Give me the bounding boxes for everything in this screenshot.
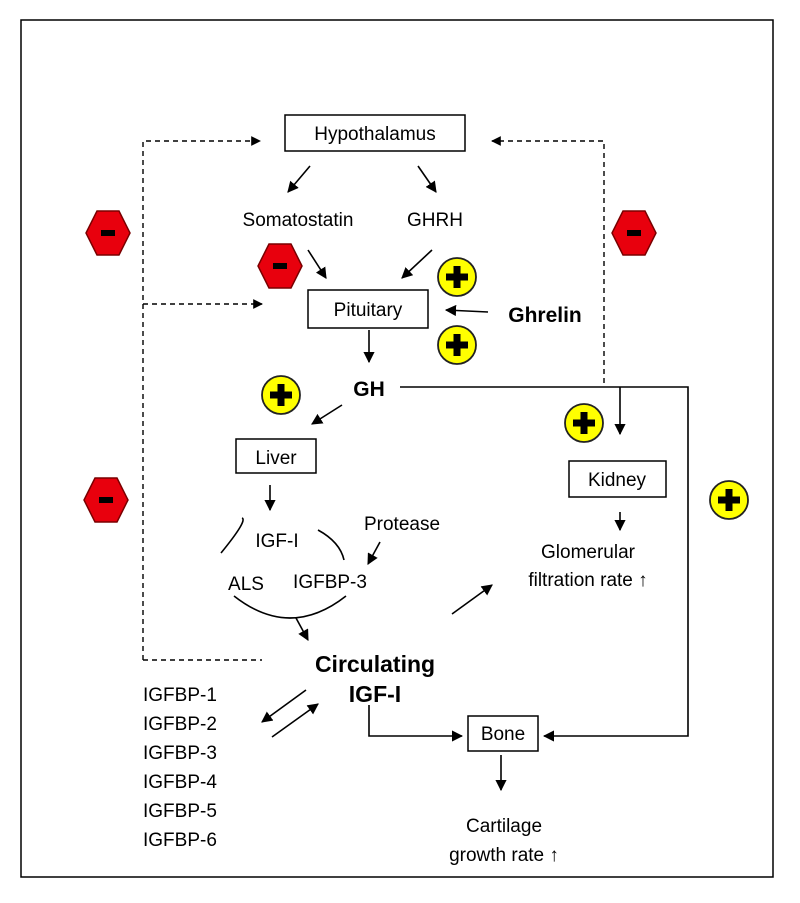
bone-box	[467, 715, 539, 752]
hypothalamus-label: Hypothalamus	[314, 124, 435, 145]
gfr-label-line1: Glomerular	[541, 542, 636, 563]
stimulate-icon	[564, 403, 604, 443]
ghrh-label: GHRH	[407, 210, 463, 231]
arrow-ghrh-pituitary	[401, 249, 433, 279]
als-label: ALS	[228, 574, 264, 595]
stimulate-icon	[437, 257, 477, 297]
hypothalamus-box	[284, 114, 466, 152]
arrow-complex-circulating	[295, 617, 309, 641]
complex-arc-right	[317, 529, 345, 561]
igfbp3-label: IGFBP-3	[293, 572, 367, 593]
bone-label: Bone	[481, 724, 525, 745]
igfbp-list-item: IGFBP-3	[143, 743, 217, 764]
kidney-box	[568, 460, 667, 498]
arrow-hypothalamus-somatostatin	[287, 165, 311, 193]
pituitary-label: Pituitary	[334, 300, 403, 321]
igfbp-list-item: IGFBP-6	[143, 830, 217, 851]
circulating-label-line2: IGF-I	[349, 681, 401, 707]
pituitary-box	[307, 289, 429, 329]
ghrelin-label: Ghrelin	[508, 304, 582, 327]
igfbp-list-item: IGFBP-2	[143, 714, 217, 735]
stimulate-icon	[261, 375, 301, 415]
gh-label: GH	[353, 378, 385, 401]
liver-box	[235, 438, 317, 474]
igfbp-list: IGFBP-1 IGFBP-2 IGFBP-3 IGFBP-4 IGFBP-5 …	[143, 685, 217, 851]
arrow-somatostatin-pituitary	[307, 249, 327, 279]
complex-arc-bottom	[233, 595, 347, 619]
arrow-igf1-to-igfbps	[261, 689, 307, 723]
igfbp-list-item: IGFBP-4	[143, 772, 217, 793]
arrow-gh-liver	[311, 404, 343, 425]
arrow-hypothalamus-ghrh	[417, 165, 437, 193]
protease-label: Protease	[364, 514, 440, 535]
feedback-line-hypothalamus-right	[491, 136, 605, 383]
arrow-igfbps-to-igf1	[271, 703, 319, 738]
inhibit-icon	[85, 210, 131, 256]
arrow-gh-bone	[400, 386, 689, 742]
inhibit-icon	[257, 243, 303, 289]
arrow-ghrelin-pituitary	[444, 304, 489, 317]
igfbp-list-item: IGFBP-1	[143, 685, 217, 706]
circulating-label-line1: Circulating	[315, 651, 435, 677]
diagram-frame	[20, 19, 774, 878]
igfbp-list-item: IGFBP-5	[143, 801, 217, 822]
stimulate-icon	[709, 480, 749, 520]
feedback-line-hypothalamus-left	[142, 136, 261, 660]
kidney-label: Kidney	[588, 470, 647, 491]
inhibit-icon	[83, 477, 129, 523]
liver-label: Liver	[255, 448, 297, 469]
arrow-circulating-gfr	[451, 584, 493, 615]
stimulate-icon	[437, 325, 477, 365]
cartilage-label-line2: growth rate ↑	[449, 845, 559, 866]
complex-arc-left	[220, 517, 244, 554]
arrow-protease-igfbp3	[367, 541, 381, 565]
gfr-label-line2: filtration rate ↑	[528, 570, 647, 591]
somatostatin-label: Somatostatin	[243, 210, 354, 231]
igf1-label: IGF-I	[255, 531, 298, 552]
cartilage-label-line1: Cartilage	[466, 816, 542, 837]
arrow-circulating-bone	[368, 705, 464, 742]
inhibit-icon	[611, 210, 657, 256]
